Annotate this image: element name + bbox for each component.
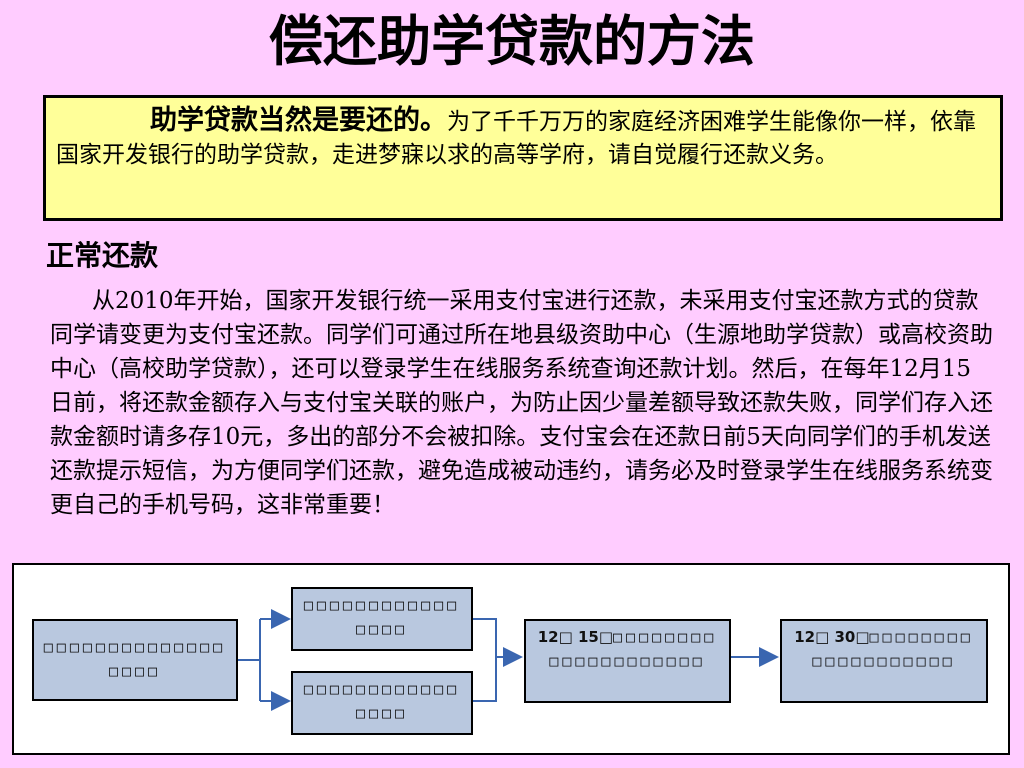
flow-node-lower: □□□□□□□□□□□□□□□□ (291, 671, 473, 735)
repayment-flowchart: □□□□□□□□□□□□□□□□□□ □□□□□□□□□□□□□□□□ □□□□… (12, 563, 1010, 755)
intro-bold: 助学贷款当然是要还的。 (150, 105, 447, 136)
page-title: 偿还助学贷款的方法 (269, 10, 755, 73)
step4-date: 12□ 30□ (794, 628, 870, 646)
flow-node-start: □□□□□□□□□□□□□□□□□□ (32, 619, 238, 701)
section-heading: 正常还款 (46, 239, 159, 272)
intro-text: 为了千千万万的家庭经济困难学生能像你一样，依靠国家开发银行的助学贷款，走进梦寐以… (56, 109, 976, 168)
connector-lower-out (473, 657, 497, 702)
flow-connectors (238, 609, 779, 711)
intro-box: 助学贷款当然是要还的。为了千千万万的家庭经济困难学生能像你一样，依靠国家开发银行… (43, 95, 1003, 221)
flow-node-step3: 12□ 15□□□□□□□□□□□□□□□□□□□□□ (524, 619, 731, 703)
section-body: 从2010年开始，国家开发银行统一采用支付宝进行还款，未采用支付宝还款方式的贷款… (50, 288, 993, 518)
flow-node-upper: □□□□□□□□□□□□□□□□ (291, 587, 473, 651)
connector-upper-out (473, 618, 497, 657)
flow-node-step4: 12□ 30□□□□□□□□□□□□□□□□□□□□ (780, 619, 988, 703)
step3-date: 12□ 15□ (537, 628, 614, 646)
